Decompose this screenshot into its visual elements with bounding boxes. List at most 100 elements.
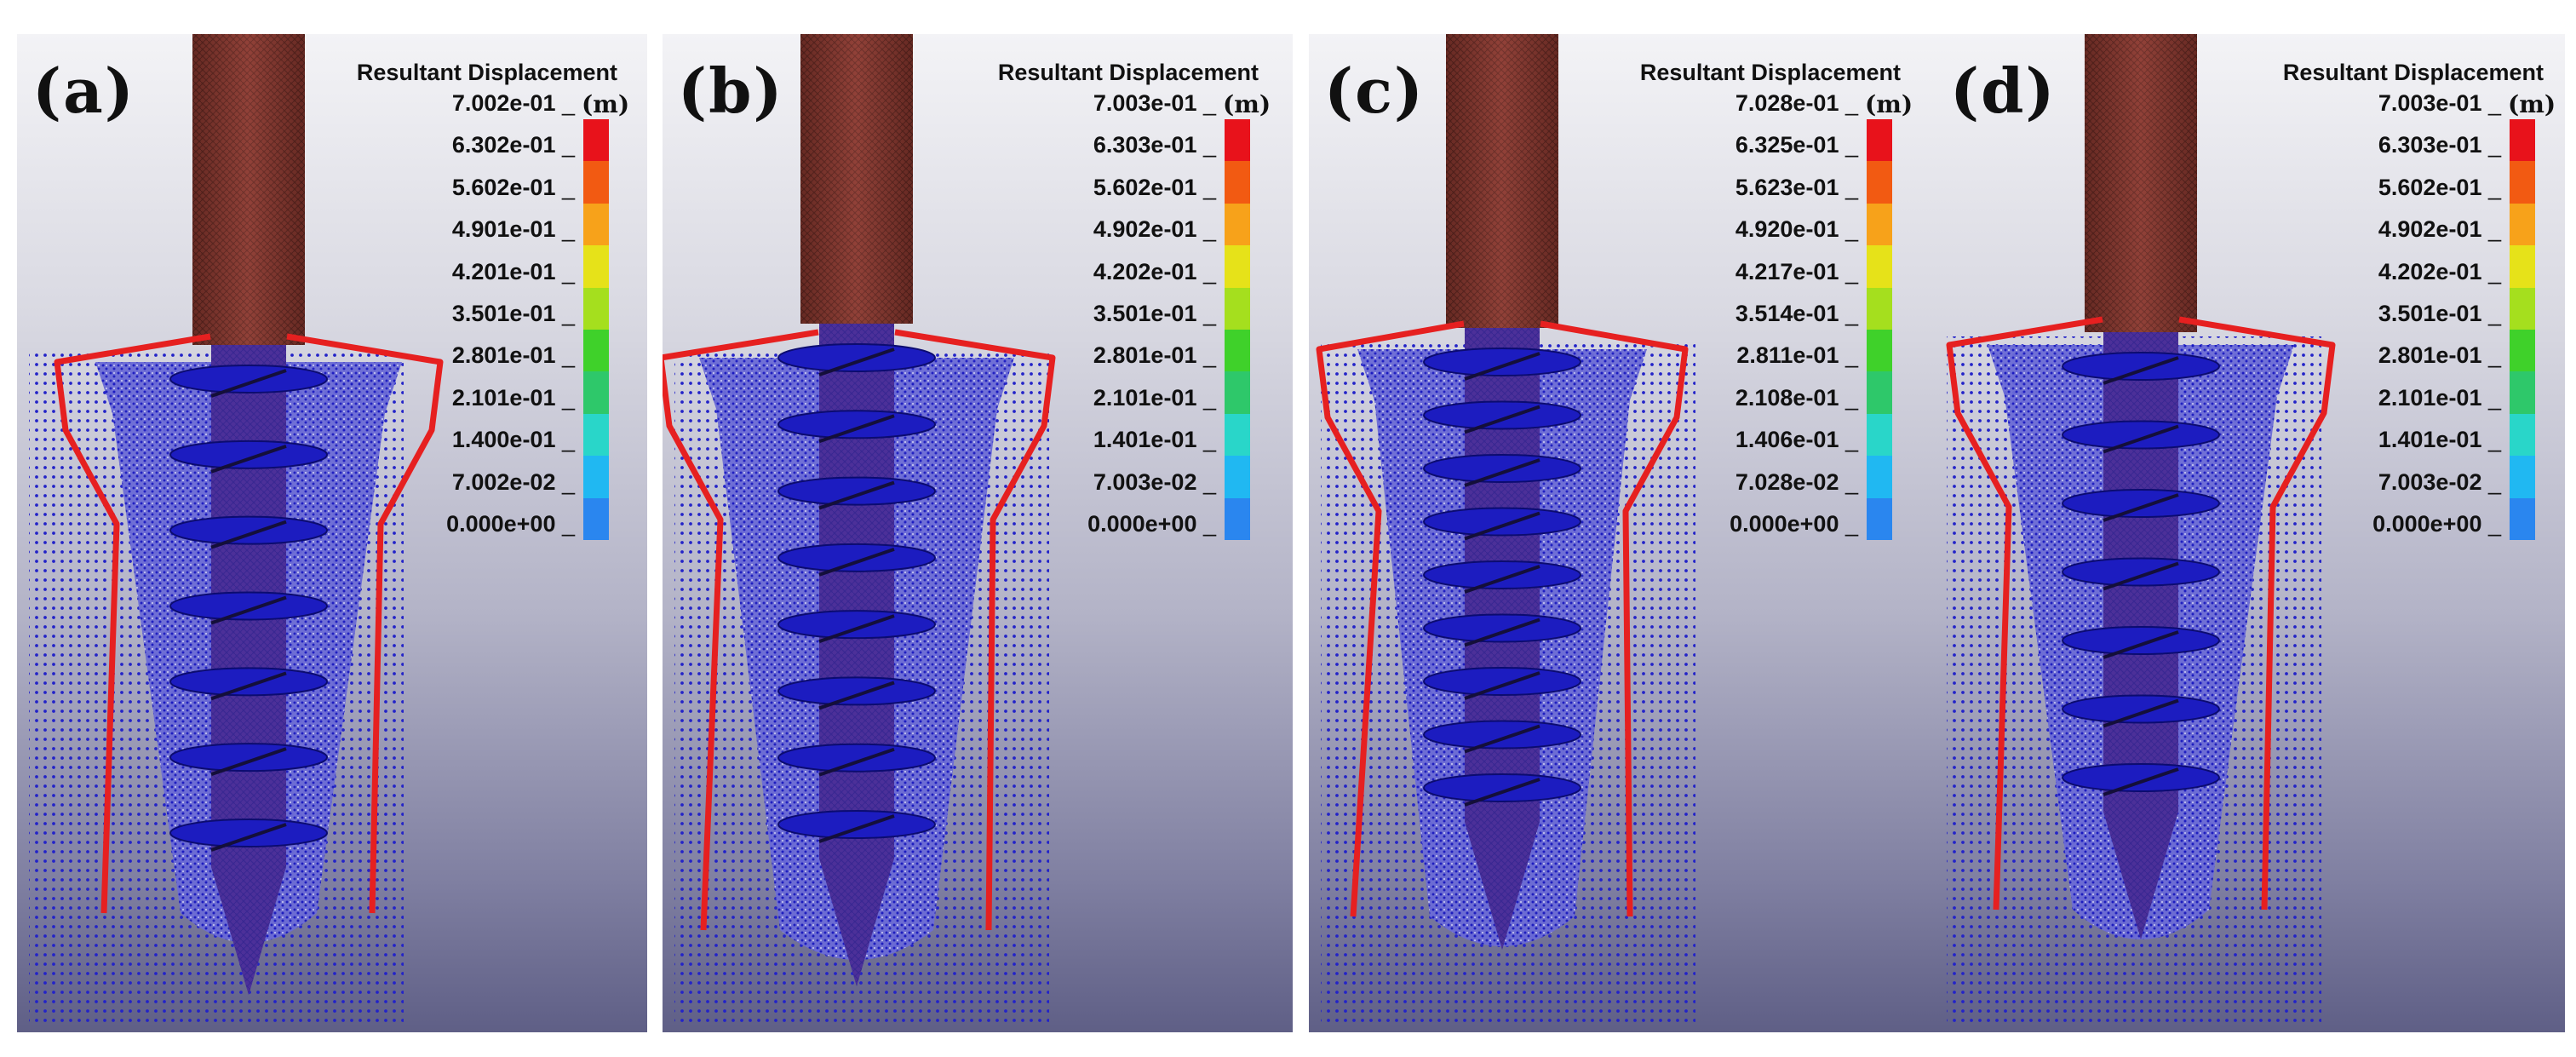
legend-color-cell bbox=[1225, 413, 1250, 457]
legend-value: 4.920e-01 bbox=[1736, 216, 1858, 243]
displacement-legend: Resultant Displacement (m) 7.002e-01 6.302e… bbox=[328, 60, 634, 588]
legend-color-cell bbox=[1225, 119, 1250, 162]
legend-unit: (m) bbox=[1223, 90, 1271, 118]
legend-color-cell bbox=[2510, 119, 2535, 162]
legend-value: 2.101e-01 bbox=[452, 385, 575, 411]
panel-d: (d) Resultant Displacement (m) 7.003e-01 6.3… bbox=[1935, 34, 2565, 1032]
legend-color-cell bbox=[2510, 287, 2535, 330]
legend-value: 4.217e-01 bbox=[1736, 259, 1858, 285]
legend-value: 2.108e-01 bbox=[1736, 385, 1858, 411]
panel-a: (a) Resultant Displacement (m) 7.002e-01 6.3… bbox=[17, 34, 647, 1032]
legend-color-cell bbox=[583, 287, 609, 330]
legend-color-cell bbox=[1225, 497, 1250, 541]
legend-value: 1.400e-01 bbox=[452, 427, 575, 453]
legend-title: Resultant Displacement bbox=[356, 60, 617, 85]
legend-color-cell bbox=[1225, 161, 1250, 204]
panel-label: (d) bbox=[1950, 55, 2057, 127]
legend-values: 7.003e-01 6.303e-01 5.602e-01 4.902e-01 4.20… bbox=[2254, 60, 2501, 588]
legend-title: Resultant Displacement bbox=[2282, 60, 2544, 85]
legend-unit: (m) bbox=[2508, 90, 2556, 118]
legend-value: 7.003e-01 bbox=[2378, 90, 2501, 117]
legend-value: 1.401e-01 bbox=[2378, 427, 2501, 453]
legend-color-cell bbox=[583, 119, 609, 162]
legend-color-bar bbox=[1225, 119, 1250, 541]
legend-unit: (m) bbox=[582, 90, 630, 118]
legend-value: 2.801e-01 bbox=[452, 342, 575, 369]
legend-title: Resultant Displacement bbox=[1639, 60, 1901, 85]
legend-color-cell bbox=[1225, 371, 1250, 414]
pile-model bbox=[663, 34, 1056, 1022]
legend-value: 2.101e-01 bbox=[1093, 385, 1216, 411]
legend-value: 0.000e+00 bbox=[2372, 511, 2501, 537]
legend-color-cell bbox=[1225, 245, 1250, 288]
legend-color-cell bbox=[1867, 245, 1892, 288]
legend-color-cell bbox=[583, 330, 609, 372]
legend-value: 7.028e-02 bbox=[1736, 469, 1858, 496]
legend-value: 6.303e-01 bbox=[1093, 132, 1216, 158]
legend-color-cell bbox=[1867, 287, 1892, 330]
legend-color-cell bbox=[1867, 371, 1892, 414]
legend-value: 5.602e-01 bbox=[1093, 175, 1216, 201]
panel-label: (c) bbox=[1324, 55, 1425, 127]
legend-value: 4.902e-01 bbox=[2378, 216, 2501, 243]
legend-value: 7.003e-01 bbox=[1093, 90, 1216, 117]
legend-value: 4.201e-01 bbox=[452, 259, 575, 285]
legend-color-cell bbox=[583, 413, 609, 457]
legend-value: 4.902e-01 bbox=[1093, 216, 1216, 243]
legend-value: 5.602e-01 bbox=[2378, 175, 2501, 201]
displacement-legend: Resultant Displacement (m) 7.003e-01 6.303e… bbox=[2254, 60, 2561, 588]
legend-value: 3.501e-01 bbox=[452, 301, 575, 327]
legend-color-cell bbox=[583, 203, 609, 246]
legend-values: 7.002e-01 6.302e-01 5.602e-01 4.901e-01 4.20… bbox=[328, 60, 575, 588]
legend-value: 4.202e-01 bbox=[2378, 259, 2501, 285]
legend-color-cell bbox=[1867, 497, 1892, 541]
legend-color-cell bbox=[1867, 413, 1892, 457]
legend-color-cell bbox=[583, 245, 609, 288]
legend-value: 1.401e-01 bbox=[1093, 427, 1216, 453]
legend-value: 6.302e-01 bbox=[452, 132, 575, 158]
panel-label: (a) bbox=[32, 55, 135, 127]
pile-model bbox=[29, 34, 444, 1022]
legend-value: 2.101e-01 bbox=[2378, 385, 2501, 411]
pile-model bbox=[1316, 34, 1695, 1022]
legend-color-cell bbox=[583, 497, 609, 541]
legend-values: 7.028e-01 6.325e-01 5.623e-01 4.920e-01 4.21… bbox=[1611, 60, 1858, 588]
legend-color-cell bbox=[1225, 456, 1250, 498]
legend-color-cell bbox=[1225, 330, 1250, 372]
legend-value: 5.623e-01 bbox=[1736, 175, 1858, 201]
legend-color-cell bbox=[1867, 330, 1892, 372]
legend-value: 2.801e-01 bbox=[2378, 342, 2501, 369]
legend-color-cell bbox=[2510, 413, 2535, 457]
legend-value: 7.002e-02 bbox=[452, 469, 575, 496]
legend-color-cell bbox=[1867, 161, 1892, 204]
legend-color-cell bbox=[2510, 330, 2535, 372]
legend-value: 5.602e-01 bbox=[452, 175, 575, 201]
legend-color-cell bbox=[1867, 456, 1892, 498]
legend-color-cell bbox=[1225, 203, 1250, 246]
legend-value: 4.202e-01 bbox=[1093, 259, 1216, 285]
legend-value: 3.514e-01 bbox=[1736, 301, 1858, 327]
legend-color-cell bbox=[583, 456, 609, 498]
legend-color-cell bbox=[2510, 245, 2535, 288]
legend-color-cell bbox=[2510, 371, 2535, 414]
displacement-legend: Resultant Displacement(m)7.028e-016.325e… bbox=[1611, 60, 1918, 588]
panel-b: (b)Resultant Displacement(m)7.003e-016.3… bbox=[663, 34, 1293, 1032]
legend-value: 7.002e-01 bbox=[452, 90, 575, 117]
legend-value: 6.325e-01 bbox=[1736, 132, 1858, 158]
legend-value: 2.801e-01 bbox=[1093, 342, 1216, 369]
panel-c: (c) Resultant Displacement(m)7.028e-016.3… bbox=[1309, 34, 1939, 1032]
legend-value: 0.000e+00 bbox=[446, 511, 575, 537]
legend-color-cell bbox=[583, 161, 609, 204]
legend-value: 6.303e-01 bbox=[2378, 132, 2501, 158]
panel-label: (b) bbox=[678, 55, 784, 127]
legend-color-bar bbox=[2510, 119, 2535, 541]
legend-values: 7.003e-01 6.303e-01 5.602e-01 4.902e-01 4.20… bbox=[969, 60, 1216, 588]
legend-value: 4.901e-01 bbox=[452, 216, 575, 243]
legend-color-cell bbox=[2510, 497, 2535, 541]
legend-value: 2.811e-01 bbox=[1736, 342, 1858, 369]
displacement-legend: Resultant Displacement(m)7.003e-016.303e… bbox=[969, 60, 1276, 588]
legend-color-cell bbox=[1867, 119, 1892, 162]
legend-value: 7.028e-01 bbox=[1736, 90, 1858, 117]
legend-value: 3.501e-01 bbox=[2378, 301, 2501, 327]
legend-color-cell bbox=[2510, 161, 2535, 204]
